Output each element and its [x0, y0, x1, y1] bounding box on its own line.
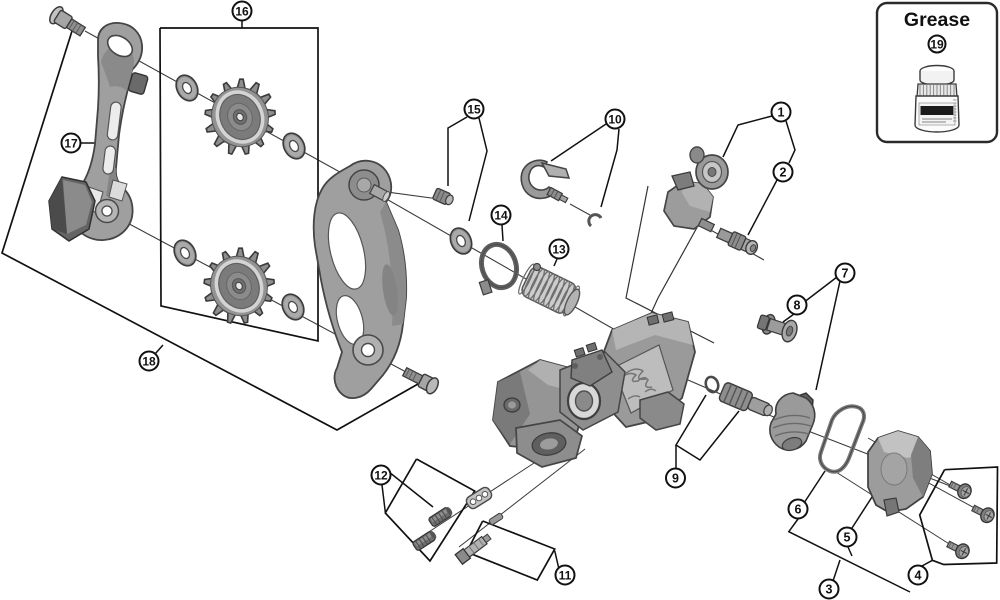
svg-text:12: 12: [374, 468, 388, 482]
svg-text:11: 11: [559, 568, 572, 582]
svg-text:19: 19: [930, 37, 944, 51]
svg-text:16: 16: [235, 4, 249, 18]
svg-text:14: 14: [494, 208, 508, 222]
svg-text:3: 3: [826, 582, 833, 596]
svg-text:5: 5: [844, 530, 851, 544]
svg-text:Grease: Grease: [904, 9, 970, 31]
svg-text:7: 7: [842, 266, 849, 280]
svg-text:17: 17: [64, 136, 78, 150]
svg-text:10: 10: [608, 112, 622, 126]
svg-text:15: 15: [467, 102, 481, 116]
svg-text:1: 1: [778, 105, 785, 119]
svg-text:8: 8: [794, 298, 801, 312]
svg-text:13: 13: [552, 242, 566, 256]
svg-text:18: 18: [142, 354, 156, 368]
svg-text:4: 4: [915, 568, 922, 582]
svg-text:2: 2: [780, 165, 787, 179]
svg-text:6: 6: [795, 502, 802, 516]
svg-text:9: 9: [672, 471, 679, 485]
